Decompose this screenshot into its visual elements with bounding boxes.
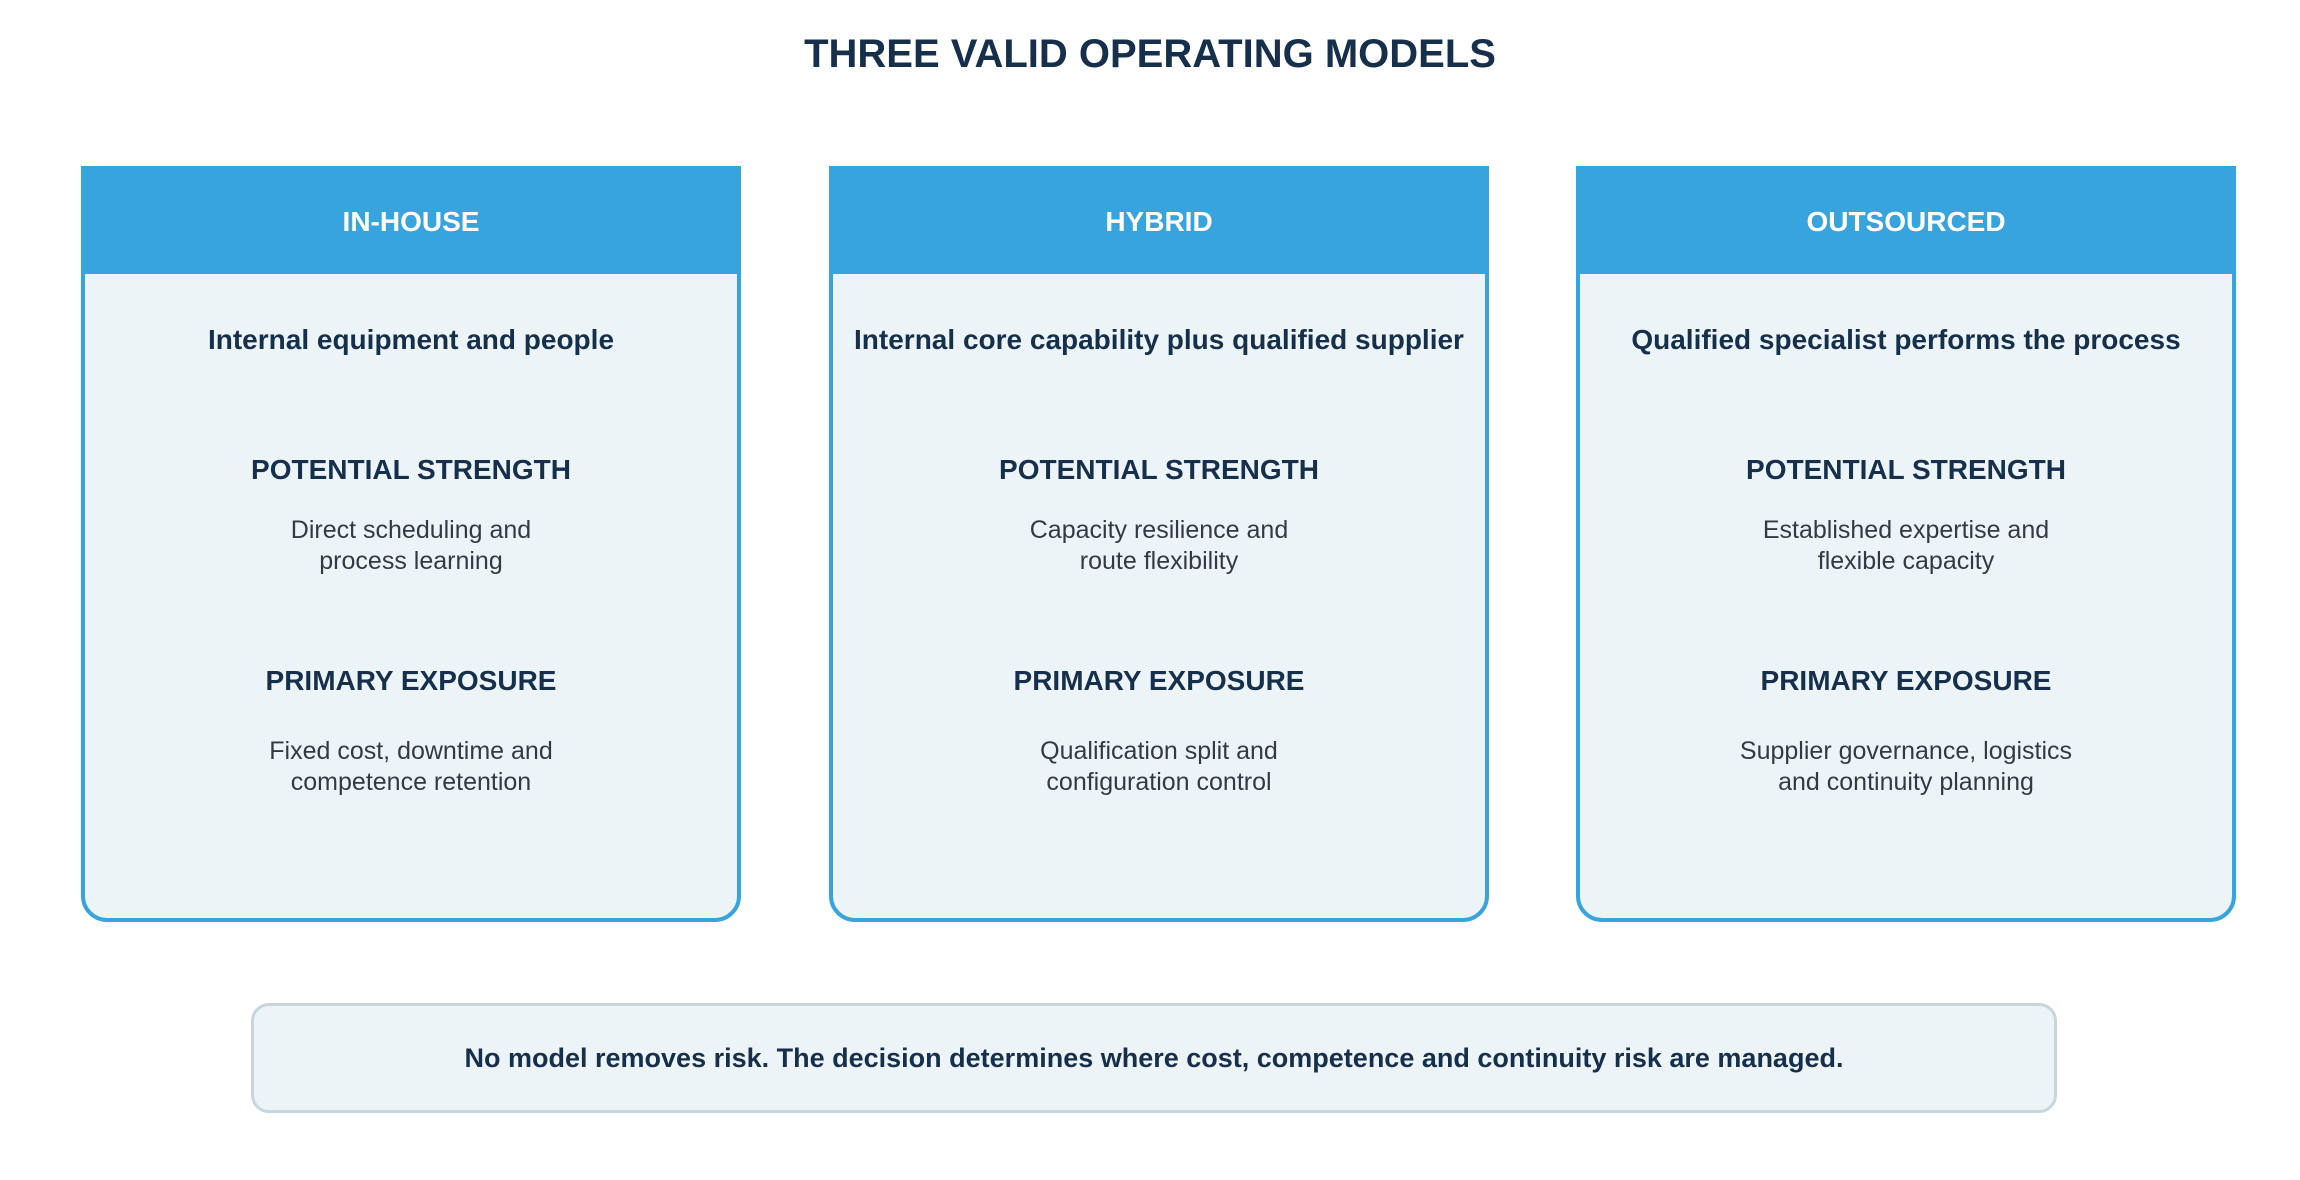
strength-line: flexible capacity — [1817, 547, 1995, 575]
footer-note: No model removes risk. The decision dete… — [251, 1003, 2057, 1113]
exposure-title: PRIMARY EXPOSURE — [1013, 665, 1305, 696]
exposure-line: competence retention — [290, 768, 532, 796]
exposure-line: configuration control — [1046, 768, 1272, 796]
strength-text: Direct scheduling and process learning — [85, 515, 737, 577]
exposure-title: PRIMARY EXPOSURE — [265, 665, 557, 696]
page-title: THREE VALID OPERATING MODELS — [804, 32, 1496, 76]
card-description: Internal equipment and people — [207, 324, 615, 355]
strength-line: Direct scheduling and — [290, 516, 532, 544]
card-description: Internal core capability plus qualified … — [854, 324, 1464, 355]
exposure-text: Supplier governance, logistics and conti… — [1580, 736, 2232, 798]
card-header: OUTSOURCED — [1580, 170, 2232, 274]
strength-text: Capacity resilience and route flexibilit… — [833, 515, 1485, 577]
strength-line: Capacity resilience and — [1029, 516, 1289, 544]
exposure-line: Fixed cost, downtime and — [269, 737, 553, 765]
exposure-text: Fixed cost, downtime and competence rete… — [85, 736, 737, 798]
strength-line: Established expertise and — [1762, 516, 2050, 544]
card-outsourced: OUTSOURCED Qualified specialist performs… — [1576, 166, 2236, 922]
strength-title: POTENTIAL STRENGTH — [251, 454, 571, 485]
card-header: HYBRID — [833, 170, 1485, 274]
strength-title: POTENTIAL STRENGTH — [999, 454, 1319, 485]
exposure-title: PRIMARY EXPOSURE — [1760, 665, 2052, 696]
exposure-line: and continuity planning — [1778, 768, 2034, 796]
card-description: Qualified specialist performs the proces… — [1631, 324, 2181, 355]
card-in-house: IN-HOUSE Internal equipment and people P… — [81, 166, 741, 922]
exposure-line: Supplier governance, logistics — [1739, 737, 2073, 765]
exposure-line: Qualification split and — [1040, 737, 1278, 765]
card-header: IN-HOUSE — [85, 170, 737, 274]
strength-title: POTENTIAL STRENGTH — [1746, 454, 2066, 485]
strength-line: route flexibility — [1079, 547, 1239, 575]
strength-line: process learning — [319, 547, 503, 575]
exposure-text: Qualification split and configuration co… — [833, 736, 1485, 798]
card-hybrid: HYBRID Internal core capability plus qua… — [829, 166, 1489, 922]
strength-text: Established expertise and flexible capac… — [1580, 515, 2232, 577]
